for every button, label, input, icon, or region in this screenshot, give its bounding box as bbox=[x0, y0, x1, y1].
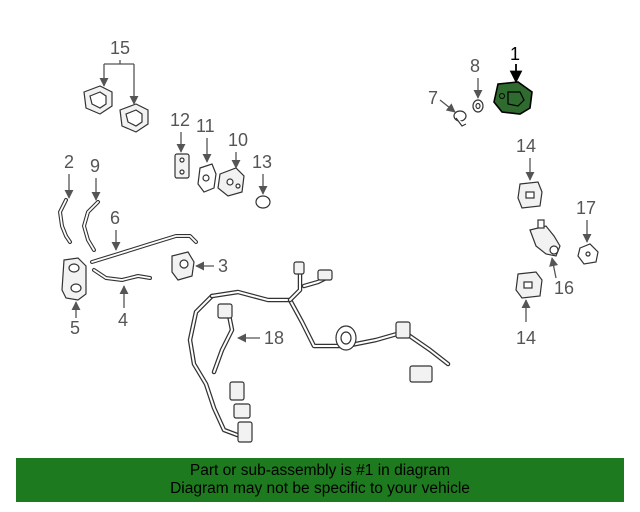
part-2-rod bbox=[58, 198, 72, 244]
part-7-bolt bbox=[453, 110, 467, 127]
part-16-hinge bbox=[529, 219, 561, 257]
part-13-cap bbox=[255, 195, 271, 209]
callout-17: 17 bbox=[576, 198, 596, 218]
leader-16 bbox=[549, 257, 559, 279]
leader-15 bbox=[99, 60, 139, 105]
callout-14-upper: 14 bbox=[516, 136, 536, 156]
banner-line-1: Part or sub-assembly is #1 in diagram bbox=[189, 462, 451, 479]
part-1-highlighted bbox=[493, 81, 533, 115]
part-5-handle bbox=[61, 257, 87, 301]
callout-6: 6 bbox=[110, 208, 120, 228]
callout-3: 3 bbox=[218, 256, 228, 276]
part-6-rod bbox=[90, 234, 198, 264]
callout-8: 8 bbox=[470, 56, 480, 76]
info-banner: Part or sub-assembly is #1 in diagram Di… bbox=[16, 458, 624, 502]
callout-18: 18 bbox=[264, 328, 284, 348]
callout-13: 13 bbox=[252, 152, 272, 172]
part-4-rod bbox=[92, 268, 152, 282]
part-10-latch bbox=[217, 167, 245, 197]
parts-diagram: 15 2 9 6 5 4 3 bbox=[58, 38, 599, 443]
part-12-plate bbox=[174, 153, 190, 179]
callout-11: 11 bbox=[196, 116, 215, 136]
part-14-lower-bracket bbox=[515, 271, 543, 299]
callout-4: 4 bbox=[118, 310, 128, 330]
callout-9: 9 bbox=[90, 156, 100, 176]
callout-10: 10 bbox=[228, 130, 248, 150]
leader-7 bbox=[439, 99, 456, 113]
part-18-harness bbox=[187, 261, 451, 443]
part-11-gasket bbox=[197, 163, 217, 193]
callout-15: 15 bbox=[110, 38, 130, 58]
callout-12: 12 bbox=[170, 110, 190, 130]
callout-5: 5 bbox=[70, 318, 80, 338]
part-14-upper-bracket bbox=[517, 181, 543, 209]
callout-1: 1 bbox=[510, 44, 520, 64]
part-3-clip bbox=[171, 251, 195, 281]
callout-2: 2 bbox=[64, 152, 74, 172]
callout-7: 7 bbox=[428, 88, 438, 108]
part-9-rod bbox=[82, 200, 100, 252]
part-8-washer bbox=[472, 99, 484, 113]
part-15-bumpers bbox=[83, 85, 149, 133]
callout-14-lower: 14 bbox=[516, 328, 536, 348]
callout-16: 16 bbox=[554, 278, 574, 298]
banner-line-2: Diagram may not be specific to your vehi… bbox=[170, 480, 470, 497]
part-17-cap bbox=[577, 243, 599, 265]
